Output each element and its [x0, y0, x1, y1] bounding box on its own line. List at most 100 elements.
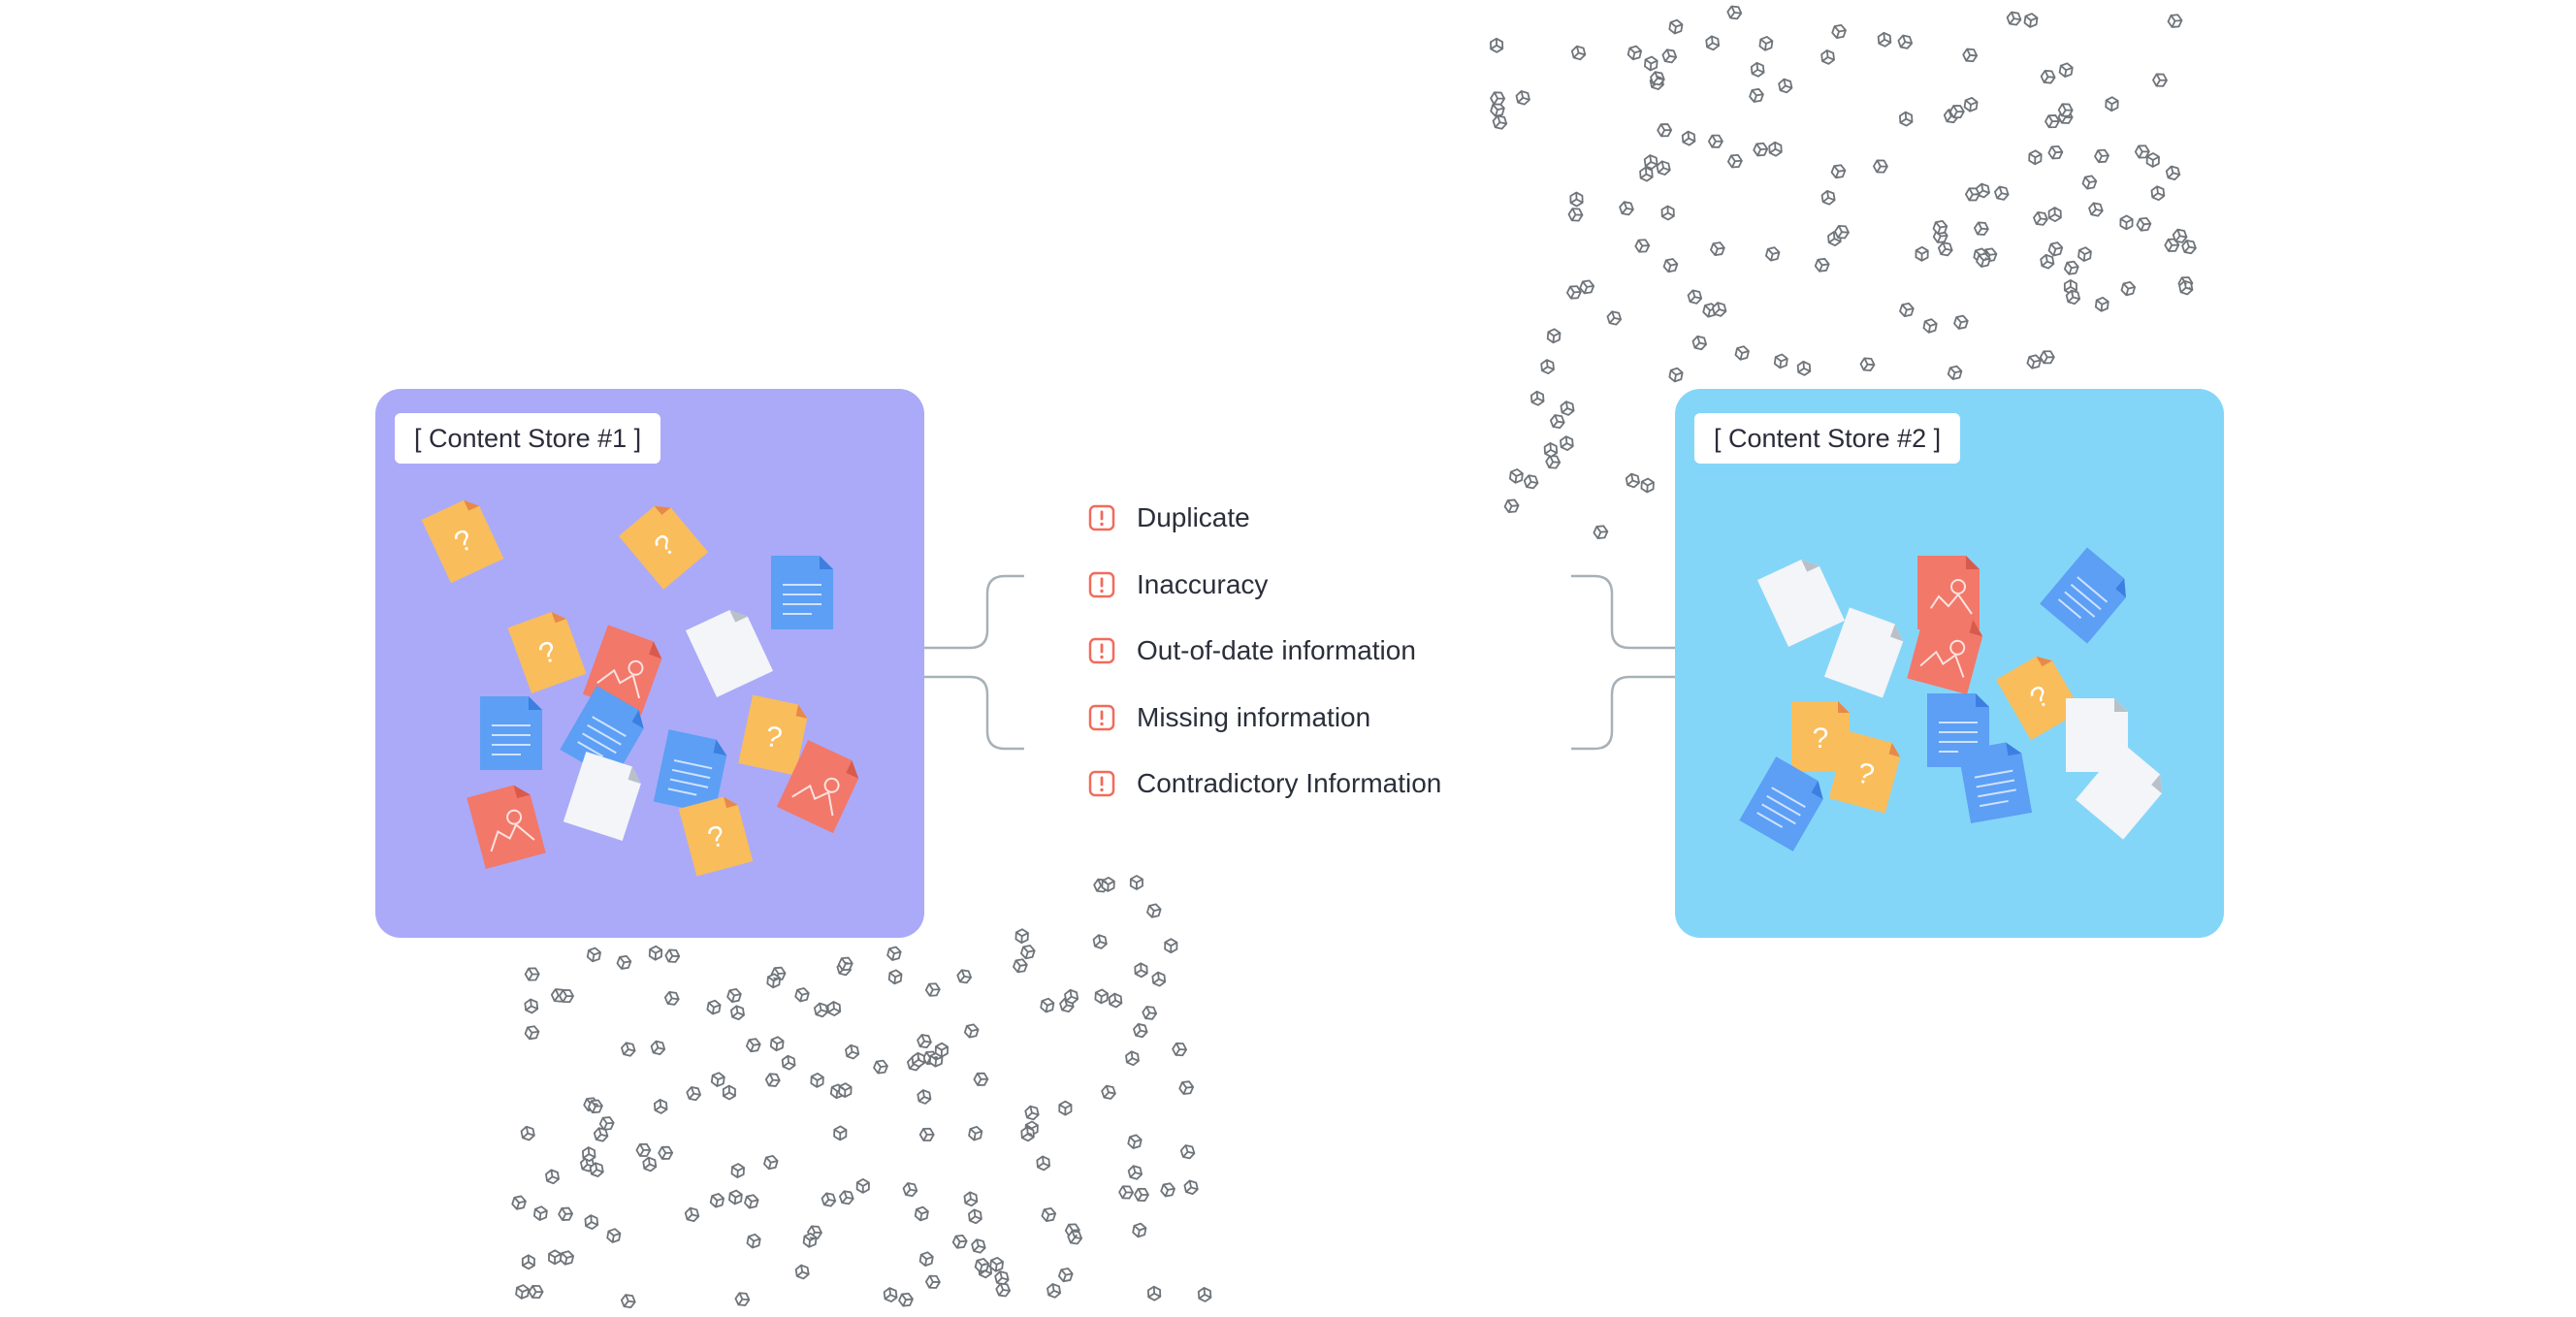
issue-duplicate: Duplicate — [1088, 504, 1631, 571]
cube-icon — [989, 1256, 1004, 1272]
cube-icon — [635, 1142, 652, 1157]
cube-icon — [1963, 96, 1979, 112]
content-store-1: [ Content Store #1 ] ? ? ? ? ? — [375, 389, 924, 938]
cube-icon — [2094, 148, 2109, 164]
cube-icon — [1750, 61, 1765, 78]
blank-doc-icon — [2066, 698, 2128, 772]
cube-icon — [648, 945, 663, 961]
cube-icon — [2040, 253, 2055, 270]
cube-icon — [2039, 350, 2055, 365]
cube-icon — [1649, 75, 1664, 90]
cube-icon — [559, 1250, 575, 1266]
cube-icon — [1040, 997, 1055, 1013]
text-doc-icon — [771, 556, 833, 629]
cube-icon — [1565, 285, 1582, 300]
cube-icon — [845, 1044, 860, 1060]
alert-icon — [1088, 637, 1115, 664]
cube-icon — [833, 1125, 848, 1141]
cube-icon — [763, 1154, 779, 1171]
cube-icon — [524, 967, 540, 981]
text-doc-icon — [480, 696, 542, 770]
cube-icon — [887, 969, 903, 985]
cube-icon — [1133, 1023, 1148, 1039]
cube-icon — [1146, 1285, 1162, 1301]
content-store-2-label: [ Content Store #2 ] — [1694, 413, 1961, 464]
cube-icon — [524, 1025, 540, 1041]
cube-icon — [558, 1206, 574, 1221]
issue-label: Contradictory Information — [1137, 768, 1442, 798]
cube-icon — [1567, 208, 1584, 222]
cube-icon — [2057, 110, 2074, 124]
cube-icon — [1773, 353, 1788, 369]
image-doc-icon — [776, 740, 859, 833]
cube-icon — [1036, 1155, 1050, 1172]
cube-icon — [924, 1274, 941, 1289]
cube-icon — [1142, 1006, 1158, 1020]
cube-icon — [2120, 280, 2137, 297]
blank-doc-icon — [2076, 743, 2162, 840]
cube-icon — [1943, 109, 1959, 124]
issue-label: Duplicate — [1137, 502, 1250, 532]
cube-icon — [620, 1294, 636, 1309]
cube-icon — [911, 1051, 926, 1068]
cube-icon — [838, 1082, 853, 1098]
cube-icon — [1827, 231, 1842, 246]
cube-icon — [836, 960, 852, 977]
cube-icon — [2136, 217, 2152, 232]
cube-icon — [814, 1002, 829, 1018]
blank-doc-icon — [685, 609, 774, 697]
cube-icon — [1492, 114, 1508, 130]
blank-doc-icon — [563, 751, 641, 842]
cube-icon — [1707, 134, 1723, 148]
cube-icon — [1922, 318, 1938, 334]
cube-icon — [1160, 1182, 1175, 1198]
cube-icon — [855, 1178, 870, 1194]
cube-icon — [1662, 258, 1679, 273]
cube-icon — [1668, 18, 1684, 35]
cube-icon — [1172, 1042, 1188, 1057]
cube-icon — [2006, 11, 2022, 26]
cube-icon — [1014, 928, 1029, 945]
cube-icon — [1579, 279, 1595, 295]
text-doc-icon — [1957, 742, 2033, 823]
text-doc-icon — [653, 729, 727, 815]
cube-icon — [2181, 240, 2197, 255]
cube-icon — [2145, 152, 2160, 168]
image-doc-icon — [1907, 607, 1983, 694]
connector-left-upper — [924, 574, 1024, 650]
cube-icon — [2065, 289, 2081, 305]
cube-icon — [1859, 357, 1876, 371]
cube-icon — [2119, 214, 2134, 231]
cube-icon — [1067, 1230, 1083, 1245]
cube-icon — [794, 1264, 810, 1280]
question-doc-icon: ? — [421, 499, 504, 584]
cube-icon — [1975, 182, 1990, 199]
cube-icon — [1151, 971, 1167, 987]
cube-icon — [2177, 276, 2194, 291]
cube-icon — [1705, 35, 1721, 51]
cube-icon — [1753, 142, 1769, 157]
cube-icon — [963, 1023, 980, 1039]
cube-icon — [730, 1163, 745, 1178]
cube-icon — [2047, 207, 2062, 223]
issue-contradictory-information: Contradictory Information — [1088, 770, 1631, 837]
cube-icon — [1872, 159, 1888, 174]
cube-icon — [1687, 289, 1703, 305]
cube-icon — [918, 1127, 935, 1141]
cube-icon — [2164, 238, 2180, 252]
cube-icon — [1948, 105, 1965, 119]
cube-icon — [770, 966, 787, 981]
cube-icon — [802, 1233, 818, 1248]
cube-icon — [1523, 474, 1539, 490]
cube-icon — [1964, 187, 1980, 202]
cube-icon — [2057, 103, 2074, 117]
cube-icon — [1814, 257, 1830, 273]
cube-icon — [583, 1097, 599, 1112]
cube-icon — [650, 1040, 666, 1056]
cube-icon — [826, 1001, 842, 1016]
cube-icon — [1127, 1165, 1143, 1180]
cube-icon — [1626, 45, 1643, 61]
cube-icon — [1179, 1144, 1196, 1160]
cube-icon — [1691, 335, 1708, 351]
